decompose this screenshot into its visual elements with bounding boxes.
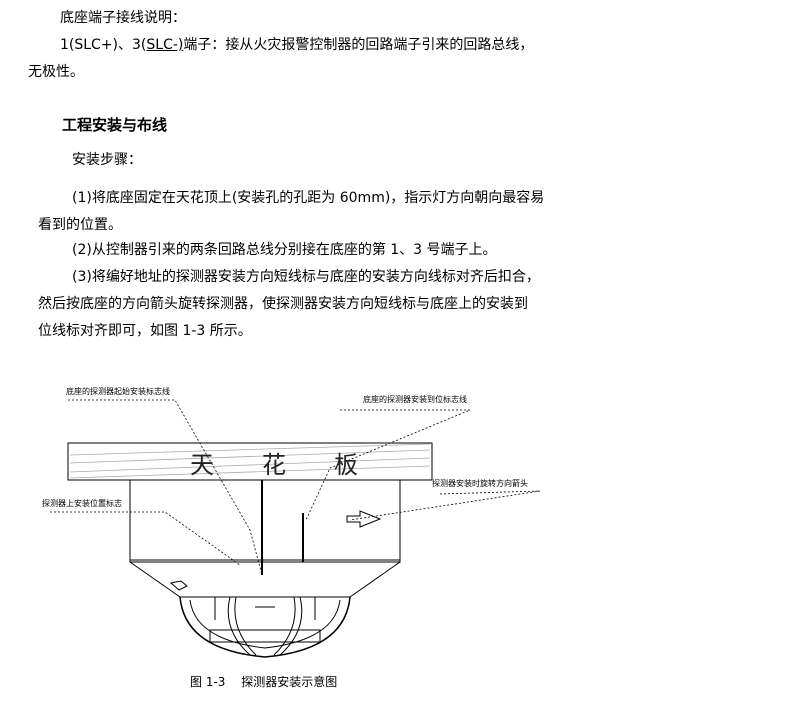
figure-caption: 图 1-3 探测器安装示意图 <box>190 674 337 689</box>
ceiling-hatching <box>69 443 431 479</box>
text: 无极性。 <box>28 64 84 80</box>
step-2: (2)从控制器引来的两条回路总线分别接在底座的第 1、3 号端子上。 <box>72 242 497 258</box>
ceiling-label: 天 花 板 <box>190 451 358 479</box>
section-heading: 工程安装与布线 <box>62 116 168 134</box>
terminal-wiring-title: 底座端子接线说明： <box>60 10 186 26</box>
detector-base <box>129 479 401 563</box>
label-detector-mark: 探测器上安装位置标志 <box>42 498 122 508</box>
text: 端子：接从火灾报警控制器的回路端子引来的回路总线， <box>183 37 534 53</box>
text: SLC-) <box>146 37 184 53</box>
step-3-cont: 位线标对齐即可，如图 1-3 所示。 <box>38 323 252 339</box>
label-start-mark: 底座的探测器起始安装标志线 <box>66 386 170 396</box>
rotation-arrow-icon <box>346 510 382 528</box>
step-1: (1)将底座固定在天花顶上(安装孔的孔距为 60mm)，指示灯方向朝向最容易 <box>72 190 545 206</box>
terminal-wiring-text: 1(SLC+)、3(SLC-)端子：接从火灾报警控制器的回路端子引来的回路总线， <box>60 36 533 54</box>
label-rotation-arrow: 探测器安装时旋转方向箭头 <box>432 478 528 488</box>
step-1-cont: 看到的位置。 <box>38 217 122 233</box>
label-end-mark: 底座的探测器安装到位标志线 <box>363 394 467 404</box>
step-3: (3)将编好地址的探测器安装方向短线标与底座的安装方向线标对齐后扣合， <box>72 269 540 285</box>
steps-title: 安装步骤： <box>72 152 142 168</box>
detector-dome <box>179 596 351 658</box>
text: 1(SLC+)、3( <box>60 37 147 53</box>
step-3-cont: 然后按底座的方向箭头旋转探测器，使探测器安装方向短线标与底座上的安装到 <box>38 296 528 312</box>
